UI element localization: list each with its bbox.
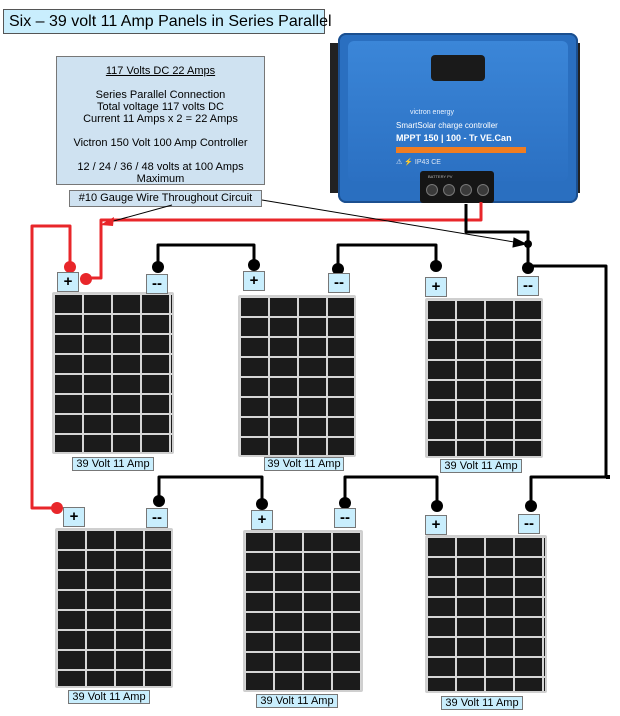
terminal-block-label: BATTERY PV [428, 174, 453, 179]
panel-2-label: 39 Volt 11 Amp [264, 457, 344, 471]
connector-dot-p3-plus [430, 260, 442, 272]
panel-2-plus-terminal: + [243, 271, 265, 291]
pointer-line-controller [261, 199, 521, 244]
info-line-voltages: 12 / 24 / 36 / 48 volts at 100 Amps Maxi… [77, 161, 244, 185]
controller-orange-stripe [396, 147, 526, 153]
panel-3-minus-terminal: -- [517, 276, 539, 296]
panel-5-plus-terminal: + [251, 510, 273, 530]
pointer-arrowhead-controller [512, 237, 528, 248]
panel-3-plus-terminal: + [425, 277, 447, 297]
controller-left-rail [330, 43, 338, 193]
panel-4-label: 39 Volt 11 Amp [68, 690, 150, 704]
connector-dot-p1-plus-b [80, 273, 92, 285]
info-line-connection: Series Parallel Connection [95, 89, 226, 101]
connector-dot-p5-minus [339, 497, 351, 509]
solar-panel-1 [52, 292, 174, 454]
pointer-line-panel [109, 204, 173, 223]
controller-model-line1: SmartSolar charge controller [396, 121, 498, 130]
jumper-panel1-panel2 [156, 243, 256, 267]
jumper-panel2-panel3 [336, 243, 438, 269]
jumper-panel4-panel5 [157, 475, 264, 503]
charge-controller: victron energy SmartSolar charge control… [338, 33, 578, 203]
connector-dot-p2-plus [248, 259, 260, 271]
negative-to-controller [464, 204, 530, 266]
panel-1-plus-terminal: + [57, 272, 79, 292]
solar-panel-5 [243, 530, 363, 692]
terminal-screw-1 [426, 184, 438, 196]
info-heading: 117 Volts DC 22 Amps [105, 65, 216, 77]
panel-6-label: 39 Volt 11 Amp [441, 696, 523, 710]
positive-wire-series-b [30, 224, 72, 510]
solar-panel-2 [238, 295, 356, 457]
controller-handle [431, 55, 485, 81]
connector-dot-controller-neg [524, 240, 532, 248]
solar-panel-6 [425, 535, 547, 693]
connector-dot-p6-plus [431, 500, 443, 512]
panel-5-label: 39 Volt 11 Amp [256, 694, 338, 708]
connector-dot-p4-plus [51, 502, 63, 514]
controller-brand: victron energy [410, 109, 454, 116]
solar-panel-3 [425, 298, 543, 458]
panel-1-label: 39 Volt 11 Amp [72, 457, 154, 471]
diagram-title: Six – 39 volt 11 Amp Panels in Series Pa… [3, 9, 332, 34]
controller-model-line2: MPPT 150 | 100 - Tr VE.Can [396, 133, 512, 143]
jumper-panel5-panel6 [343, 475, 439, 505]
controller-terminal-block: BATTERY PV [420, 171, 494, 203]
panel-6-minus-terminal: -- [518, 514, 540, 534]
controller-face: victron energy SmartSolar charge control… [348, 41, 568, 181]
info-line-controller: Victron 150 Volt 100 Amp Controller [73, 137, 248, 149]
panel-1-minus-terminal: -- [146, 274, 168, 294]
connector-dot-p1-minus [152, 261, 164, 273]
pointer-arrowhead-panel [100, 217, 114, 226]
negative-combine-wire [528, 264, 608, 505]
controller-marks: ⚠ ⚡ IP43 CE [396, 159, 441, 166]
panel-6-plus-terminal: + [425, 515, 447, 535]
info-line-current: Current 11 Amps x 2 = 22 Amps [83, 113, 238, 125]
solar-panel-4 [55, 528, 173, 688]
positive-wire-series-a [88, 202, 483, 280]
panel-3-label: 39 Volt 11 Amp [440, 459, 522, 473]
connector-dot-p3-minus [522, 262, 534, 274]
terminal-screw-3 [460, 184, 472, 196]
connector-dot-p6-minus [525, 500, 537, 512]
panel-2-minus-terminal: -- [328, 273, 350, 293]
panel-4-plus-terminal: + [63, 507, 85, 527]
panel-5-minus-terminal: -- [334, 508, 356, 528]
terminal-screw-2 [443, 184, 455, 196]
info-line-voltage: Total voltage 117 volts DC [97, 101, 224, 113]
terminal-screw-4 [477, 184, 489, 196]
connector-dot-p5-plus [256, 498, 268, 510]
connector-dot-p2-minus [332, 263, 344, 275]
panel-4-minus-terminal: -- [146, 508, 168, 528]
connector-dot-p1-plus [64, 261, 76, 273]
connector-dot-p4-minus [153, 495, 165, 507]
info-box: 117 Volts DC 22 Amps Series Parallel Con… [56, 56, 265, 185]
